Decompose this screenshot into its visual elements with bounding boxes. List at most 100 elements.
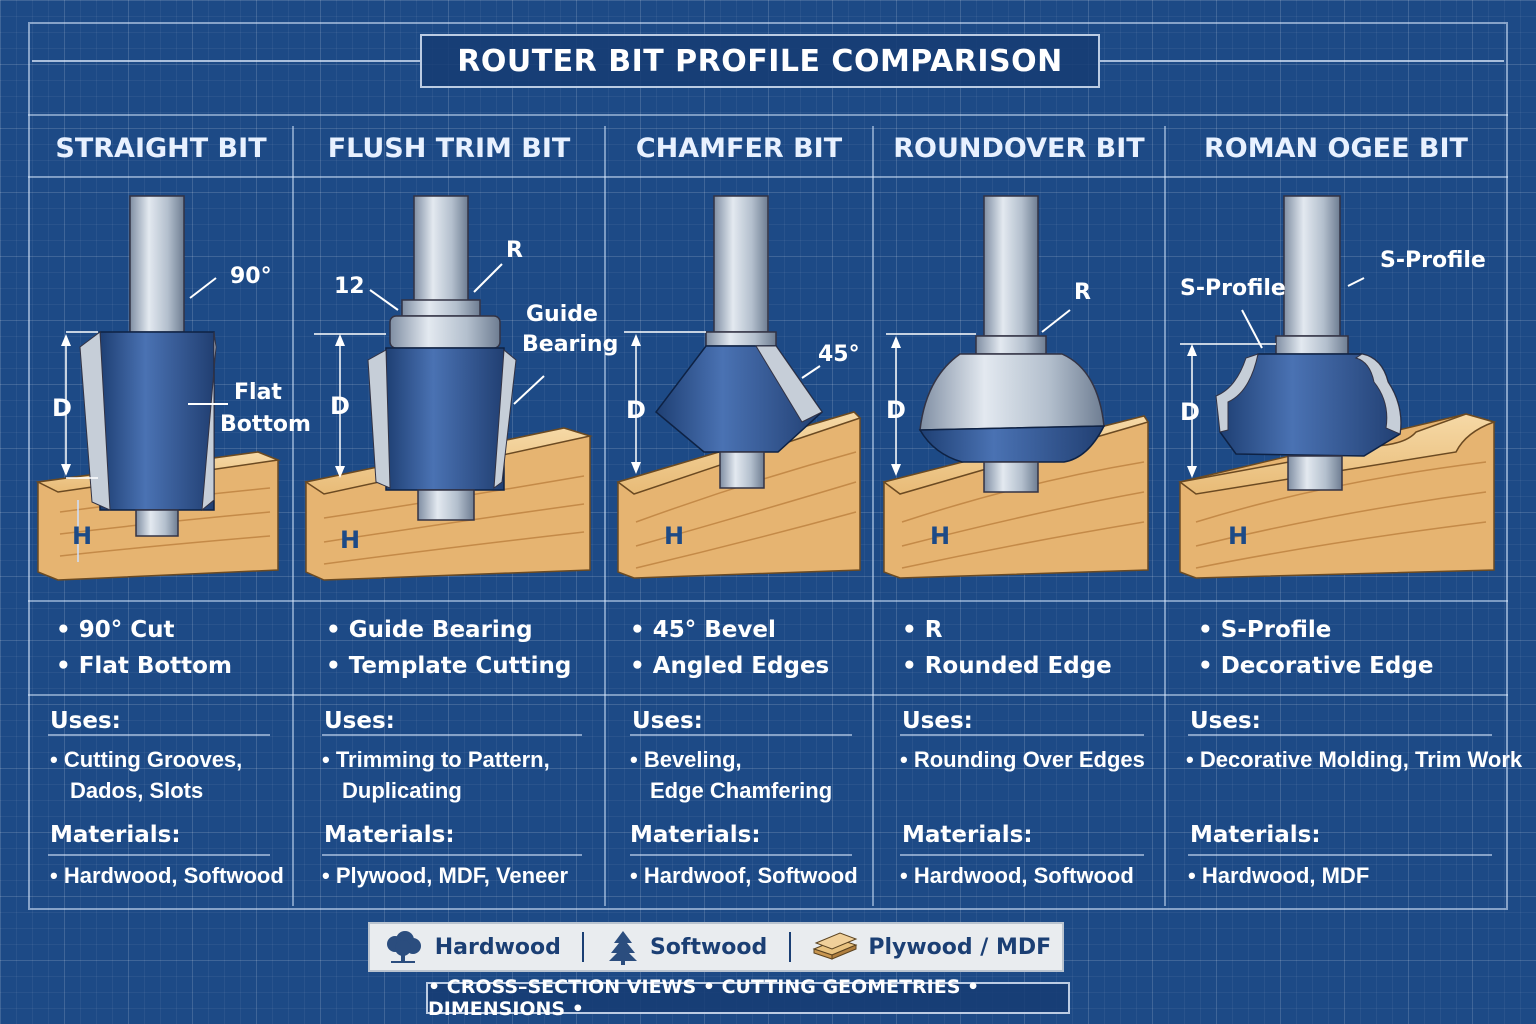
blueprint-frame — [28, 22, 1508, 910]
uses-label: Uses: — [324, 708, 395, 734]
height-label: H — [664, 522, 685, 550]
features-straight-bit: • 90° Cut • Flat Bottom — [56, 612, 232, 684]
legend-item-softwood: Softwood — [606, 929, 767, 965]
depth-label: D — [52, 394, 72, 422]
feature-item: • Flat Bottom — [56, 653, 232, 679]
legend-label: Plywood / MDF — [868, 934, 1052, 960]
roundover-bit-illustration: R D H — [874, 182, 1164, 594]
materials-label: Materials: — [324, 822, 455, 848]
legend-divider — [582, 932, 585, 962]
height-label: H — [1228, 522, 1249, 550]
profile-label: S-Profile — [1180, 276, 1286, 301]
page-title: ROUTER BIT PROFILE COMPARISON — [457, 43, 1063, 79]
plywood-sheets-icon — [812, 932, 858, 960]
uses-list: • Rounding Over Edges — [900, 747, 1145, 772]
callout-label: Flat — [234, 380, 282, 405]
height-label: H — [930, 522, 951, 550]
column-header-chamfer-bit: CHAMFER BIT — [635, 132, 843, 164]
callout-label: Bottom — [220, 412, 311, 437]
column-header-straight-bit: STRAIGHT BIT — [55, 132, 267, 164]
column-header-flush-trim-bit: FLUSH TRIM BIT — [327, 132, 571, 164]
column-header-roundover-bit: ROUNDOVER BIT — [893, 132, 1145, 164]
column-divider — [292, 126, 294, 906]
title-rule-left — [32, 60, 420, 62]
section-rule — [1188, 734, 1492, 736]
feature-item: • 90° Cut — [56, 617, 175, 643]
callout-label: Bearing — [522, 332, 619, 357]
materials-list: • Hardwood, Softwood — [900, 863, 1134, 888]
uses-label: Uses: — [902, 708, 973, 734]
materials-list: • Hardwood, Softwood — [50, 863, 284, 888]
section-rule — [1188, 854, 1492, 856]
profile-label: S-Profile — [1380, 248, 1486, 273]
section-rule — [900, 854, 1144, 856]
feature-item: • 45° Bevel — [630, 617, 776, 643]
straight-bit-illustration: 90° Flat Bottom D H — [30, 182, 311, 594]
legend-label: Hardwood — [434, 934, 561, 960]
pine-tree-icon — [608, 931, 637, 965]
feature-item: • R — [902, 617, 943, 643]
uses-label: Uses: — [1190, 708, 1261, 734]
height-label: H — [72, 522, 93, 550]
uses-list: • Trimming to Pattern, Duplicating — [322, 747, 550, 803]
uses-list: • Beveling, Edge Chamfering — [630, 747, 833, 803]
feature-item: • S-Profile — [1198, 617, 1332, 643]
radius-label: R — [1074, 280, 1091, 305]
materials-label: Materials: — [902, 822, 1033, 848]
legend-item-hardwood: Hardwood — [381, 930, 561, 964]
radius-label: R — [506, 238, 523, 263]
tree-icon — [386, 931, 421, 963]
features-chamfer-bit: • 45° Bevel • Angled Edges — [630, 612, 829, 684]
flush-trim-bit-illustration: R 12 Guide Bearing D H — [294, 182, 618, 594]
section-rule — [630, 854, 852, 856]
features-roundover-bit: • R • Rounded Edge — [902, 612, 1112, 684]
features-flush-trim-bit: • Guide Bearing • Template Cutting — [326, 612, 571, 684]
features-bottom-rule — [28, 694, 1508, 696]
feature-item: • Rounded Edge — [902, 653, 1112, 679]
uses-label: Uses: — [50, 708, 121, 734]
materials-label: Materials: — [630, 822, 761, 848]
uses-label: Uses: — [632, 708, 703, 734]
section-rule — [900, 734, 1144, 736]
column-divider — [872, 126, 874, 906]
section-rule — [322, 734, 582, 736]
title-box: ROUTER BIT PROFILE COMPARISON — [420, 34, 1100, 88]
materials-list: • Hardwood, MDF — [1188, 863, 1370, 888]
legend-item-plywood: Plywood / MDF — [812, 931, 1051, 963]
legend-label: Softwood — [649, 934, 768, 960]
header-top-rule — [28, 114, 1508, 116]
depth-label: D — [330, 392, 350, 420]
column-divider — [604, 126, 606, 906]
feature-item: • Angled Edges — [630, 653, 830, 679]
features-roman-ogee-bit: • S-Profile • Decorative Edge — [1198, 612, 1433, 684]
roman-ogee-bit-illustration: S-Profile S-Profile D H — [1166, 182, 1506, 594]
feature-item: • Decorative Edge — [1198, 653, 1434, 679]
angle-label: 90° — [230, 264, 272, 289]
title-rule-right — [1100, 60, 1504, 62]
illustration-bottom-rule — [28, 600, 1508, 602]
materials-list: • Plywood, MDF, Veneer — [322, 863, 569, 888]
column-divider — [1164, 126, 1166, 906]
section-rule — [630, 734, 852, 736]
callout-label: Guide — [526, 302, 598, 327]
section-rule — [48, 854, 270, 856]
feature-item: • Template Cutting — [326, 653, 572, 679]
depth-label: D — [1180, 398, 1200, 426]
angle-label: 45° — [818, 342, 860, 367]
materials-label: Materials: — [50, 822, 181, 848]
legend-divider — [788, 932, 791, 962]
uses-list: • Decorative Molding, Trim Work — [1186, 747, 1523, 772]
feature-item: • Guide Bearing — [326, 617, 533, 643]
uses-list: • Cutting Grooves, Dados, Slots — [50, 747, 243, 803]
materials-label: Materials: — [1190, 822, 1321, 848]
material-legend: Hardwood Softwood Plywood / MDF — [368, 922, 1064, 972]
section-rule — [322, 854, 582, 856]
height-label: H — [340, 526, 361, 554]
footer-caption: • CROSS–SECTION VIEWS • CUTTING GEOMETRI… — [426, 976, 1070, 1020]
header-bottom-rule — [28, 176, 1508, 178]
column-header-roman-ogee-bit: ROMAN OGEE BIT — [1204, 132, 1468, 164]
depth-label: D — [886, 396, 906, 424]
size-label: 12 — [334, 274, 365, 299]
section-rule — [48, 734, 270, 736]
chamfer-bit-illustration: 45° D H — [606, 182, 872, 594]
